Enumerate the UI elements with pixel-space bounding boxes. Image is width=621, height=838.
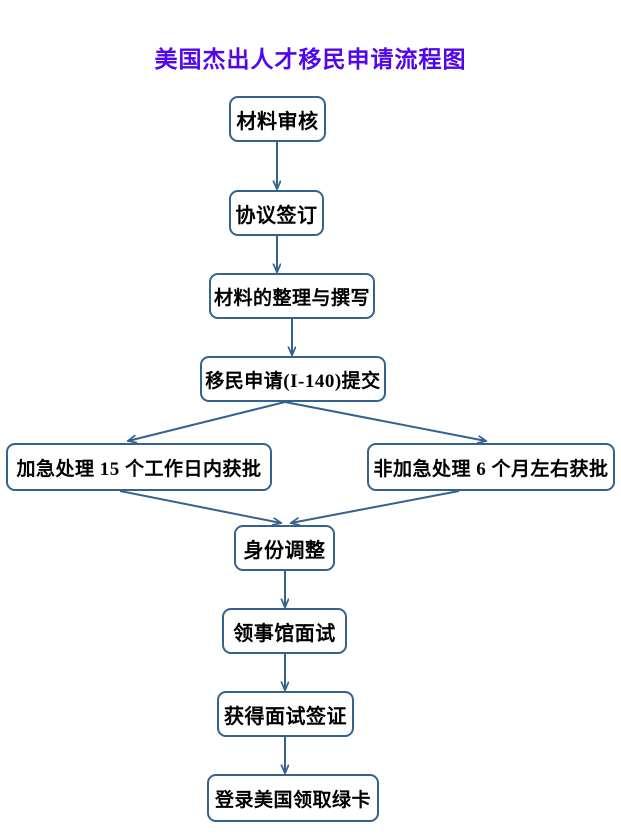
node-agreement-signing[interactable]: 协议签订 [229,190,324,236]
node-i140-submission[interactable]: 移民申请(I-140)提交 [200,356,386,402]
edge-n4-n6 [284,401,486,441]
node-green-card-pickup[interactable]: 登录美国领取绿卡 [207,774,379,822]
node-visa-obtained[interactable]: 获得面试签证 [217,691,354,737]
node-status-adjustment[interactable]: 身份调整 [234,525,335,571]
edge-n6-n7 [291,490,460,523]
page-title: 美国杰出人才移民申请流程图 [154,46,467,72]
node-material-review[interactable]: 材料审核 [229,96,326,142]
edge-n5-n7 [119,490,281,523]
node-consulate-interview[interactable]: 领事馆面试 [222,608,347,654]
node-regular-processing[interactable]: 非加急处理 6 个月左右获批 [367,443,615,491]
edge-n4-n5 [128,401,286,441]
node-premium-processing[interactable]: 加急处理 15 个工作日内获批 [6,443,272,491]
node-material-preparation[interactable]: 材料的整理与撰写 [209,273,375,319]
